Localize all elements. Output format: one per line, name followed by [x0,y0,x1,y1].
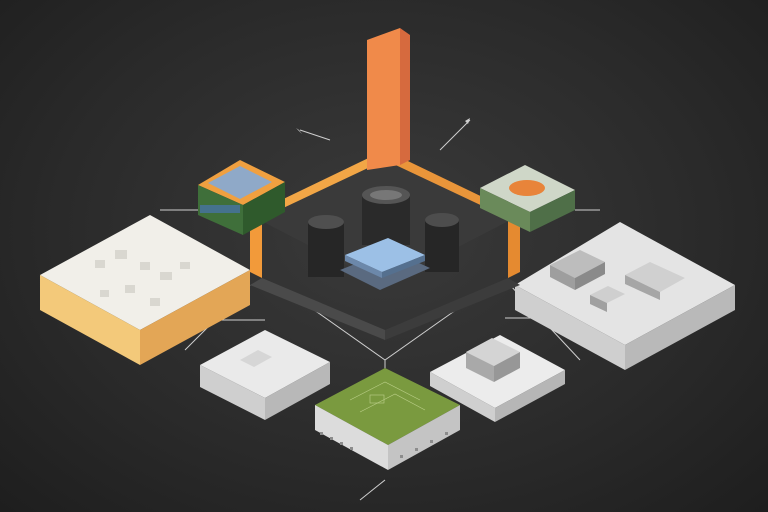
central-core [250,28,520,340]
top-right-stack [480,165,575,232]
top-left-description [18,52,22,222]
right-compute-block [515,222,735,370]
server-cylinder-icon [308,186,459,277]
circuit-board-icon [315,368,460,470]
top-left-stack [198,160,285,235]
left-storage-block [40,215,250,365]
bottom-right-block [430,335,565,422]
stacked-plates [340,238,430,290]
building-block-icon [550,250,685,312]
bottom-left-block [200,330,330,420]
arrow-icon [296,118,470,134]
